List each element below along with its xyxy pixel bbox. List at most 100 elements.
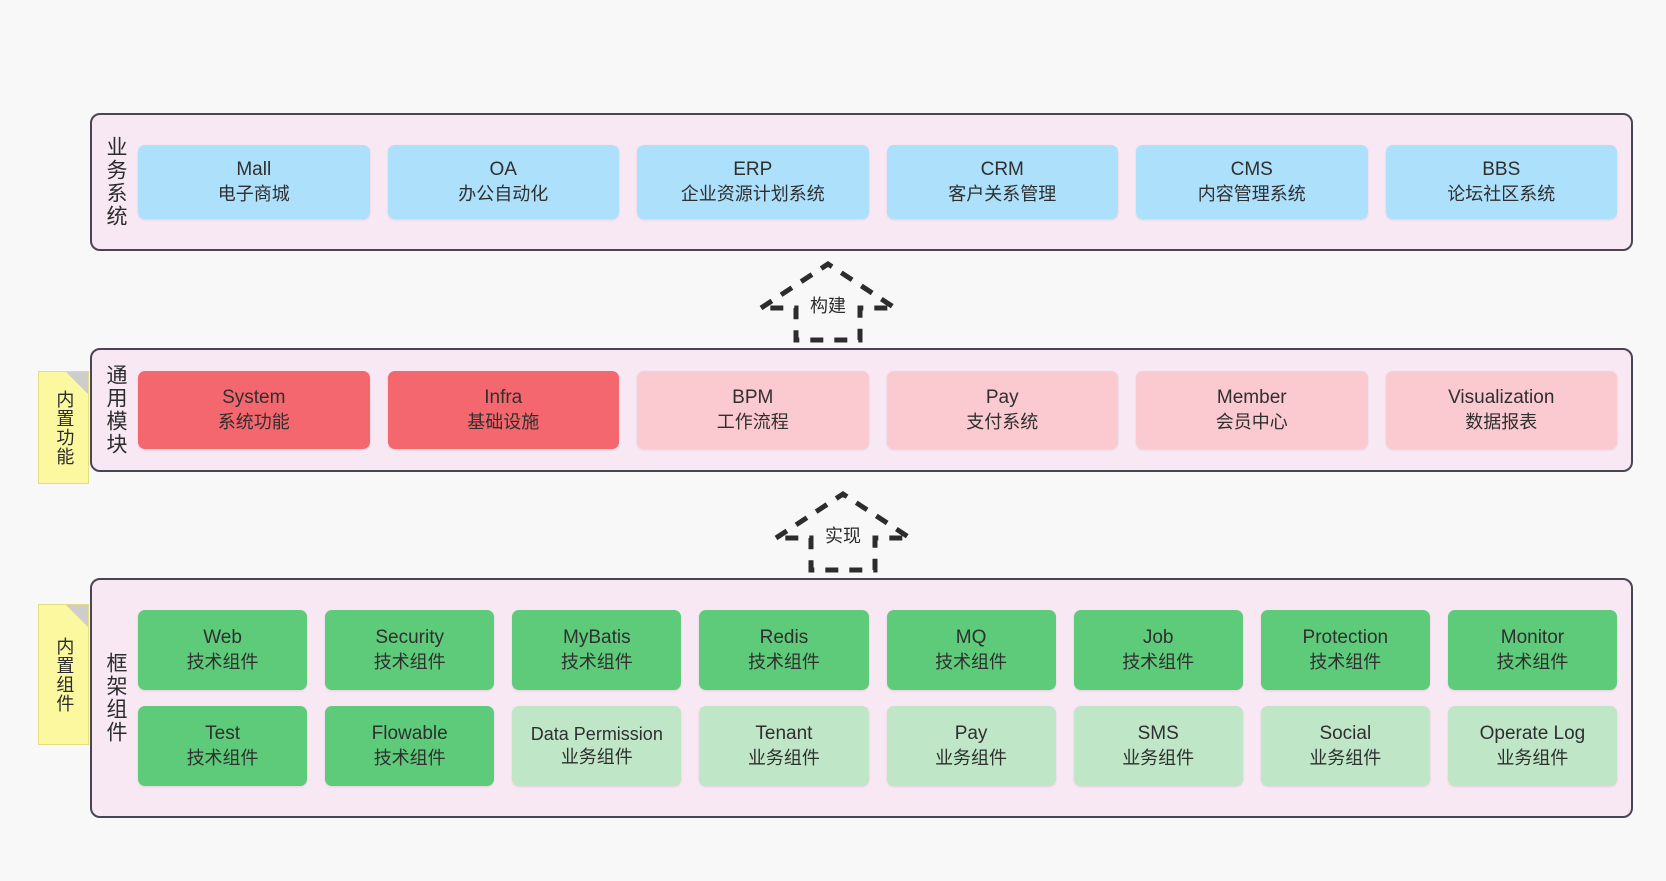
component-card-data-permission[interactable]: Data Permission 业务组件 <box>512 706 682 786</box>
layer-row: Web 技术组件 Security 技术组件 MyBatis 技术组件 Redi… <box>138 610 1617 690</box>
layer-row: Test 技术组件 Flowable 技术组件 Data Permission … <box>138 706 1617 786</box>
component-card-tenant[interactable]: Tenant 业务组件 <box>699 706 869 786</box>
module-card-cn-label: 支付系统 <box>966 411 1039 432</box>
module-card-bbs[interactable]: BBS 论坛社区系统 <box>1385 145 1617 219</box>
note-builtin-features: 内置功能 <box>38 371 89 484</box>
module-card-cn-label: 工作流程 <box>716 411 789 432</box>
arrow-implement-icon <box>767 491 919 573</box>
component-card-en-label: Test <box>205 723 240 745</box>
note-fold-corner-icon <box>66 372 88 394</box>
module-card-oa[interactable]: OA 办公自动化 <box>387 145 619 219</box>
component-card-en-label: SMS <box>1137 723 1179 745</box>
module-card-mall[interactable]: Mall 电子商城 <box>138 145 370 219</box>
module-card-member[interactable]: Member 会员中心 <box>1136 371 1368 449</box>
component-card-protection[interactable]: Protection 技术组件 <box>1260 610 1430 690</box>
component-card-social[interactable]: Social 业务组件 <box>1260 706 1430 786</box>
component-card-en-label: Pay <box>954 723 988 745</box>
component-card-mybatis[interactable]: MyBatis 技术组件 <box>512 610 682 690</box>
component-card-en-label: Monitor <box>1500 627 1565 649</box>
note-label: 内置功能 <box>54 389 75 466</box>
module-card-en-label: System <box>222 387 286 409</box>
component-card-cn-label: 技术组件 <box>373 747 446 768</box>
layer-title-business: 业务系统 <box>104 136 128 228</box>
component-card-cn-label: 业务组件 <box>747 747 820 768</box>
arrow-implement-label: 实现 <box>825 526 861 546</box>
note-label: 内置组件 <box>54 636 75 713</box>
arrow-implement-up: 实现 <box>767 488 919 574</box>
component-card-mq[interactable]: MQ 技术组件 <box>886 610 1056 690</box>
component-card-test[interactable]: Test 技术组件 <box>138 706 308 786</box>
arrow-build-up: 构建 <box>752 258 904 344</box>
module-card-system[interactable]: System 系统功能 <box>138 371 370 449</box>
component-card-job[interactable]: Job 技术组件 <box>1073 610 1243 690</box>
component-card-cn-label: 技术组件 <box>1122 651 1195 672</box>
component-card-flowable[interactable]: Flowable 技术组件 <box>325 706 495 786</box>
layer-row: System 系统功能 Infra 基础设施 BPM 工作流程 Pay 支付系统… <box>138 371 1617 449</box>
component-card-en-label: Data Permission <box>530 723 663 744</box>
arrow-build-label: 构建 <box>810 296 846 316</box>
layer-framework-components: 框架组件 Web 技术组件 Security 技术组件 MyBatis 技术组件… <box>90 578 1633 818</box>
component-card-operate-log[interactable]: Operate Log 业务组件 <box>1447 706 1617 786</box>
layer-common-modules: 通用模块 System 系统功能 Infra 基础设施 BPM 工作流程 Pay… <box>90 348 1633 472</box>
component-card-en-label: Job <box>1142 627 1174 649</box>
component-card-web[interactable]: Web 技术组件 <box>138 610 308 690</box>
component-card-cn-label: 技术组件 <box>560 651 633 672</box>
component-card-cn-label: 技术组件 <box>935 651 1008 672</box>
component-card-en-label: Social <box>1319 723 1372 745</box>
module-card-cn-label: 基础设施 <box>467 411 540 432</box>
module-card-en-label: Pay <box>985 387 1019 409</box>
module-card-en-label: BPM <box>732 387 774 409</box>
component-card-cn-label: 技术组件 <box>1496 651 1569 672</box>
component-card-cn-label: 业务组件 <box>1496 747 1569 768</box>
component-card-en-label: Protection <box>1302 627 1389 649</box>
layer-body-common: System 系统功能 Infra 基础设施 BPM 工作流程 Pay 支付系统… <box>138 350 1631 470</box>
component-card-en-label: Security <box>375 627 444 649</box>
component-card-en-label: Flowable <box>371 723 448 745</box>
component-card-cn-label: 技术组件 <box>373 651 446 672</box>
layer-body-business: Mall 电子商城 OA 办公自动化 ERP 企业资源计划系统 CRM 客户关系… <box>138 115 1631 249</box>
module-card-en-label: Infra <box>484 387 523 409</box>
component-card-cn-label: 业务组件 <box>935 747 1008 768</box>
layer-body-framework: Web 技术组件 Security 技术组件 MyBatis 技术组件 Redi… <box>138 580 1631 816</box>
module-card-cn-label: 内容管理系统 <box>1197 183 1306 204</box>
component-card-en-label: MyBatis <box>563 627 631 649</box>
component-card-cn-label: 业务组件 <box>560 747 633 767</box>
module-card-bpm[interactable]: BPM 工作流程 <box>637 371 869 449</box>
module-card-cn-label: 客户关系管理 <box>948 183 1057 204</box>
module-card-cn-label: 会员中心 <box>1215 411 1288 432</box>
component-card-monitor[interactable]: Monitor 技术组件 <box>1447 610 1617 690</box>
layer-title-common: 通用模块 <box>104 364 128 456</box>
module-card-en-label: ERP <box>733 159 773 181</box>
module-card-cn-label: 企业资源计划系统 <box>680 183 825 204</box>
module-card-cn-label: 办公自动化 <box>458 183 549 204</box>
module-card-crm[interactable]: CRM 客户关系管理 <box>886 145 1118 219</box>
module-card-cms[interactable]: CMS 内容管理系统 <box>1136 145 1368 219</box>
module-card-erp[interactable]: ERP 企业资源计划系统 <box>637 145 869 219</box>
component-card-redis[interactable]: Redis 技术组件 <box>699 610 869 690</box>
module-card-en-label: Member <box>1216 387 1287 409</box>
note-fold-corner-icon <box>66 605 88 627</box>
module-card-pay[interactable]: Pay 支付系统 <box>886 371 1118 449</box>
component-card-cn-label: 业务组件 <box>1309 747 1382 768</box>
component-card-cn-label: 技术组件 <box>747 651 820 672</box>
module-card-en-label: OA <box>489 159 517 181</box>
component-card-cn-label: 技术组件 <box>186 651 259 672</box>
layer-title-framework: 框架组件 <box>104 652 128 744</box>
component-card-en-label: Operate Log <box>1479 723 1586 745</box>
component-card-sms[interactable]: SMS 业务组件 <box>1073 706 1243 786</box>
module-card-en-label: BBS <box>1482 159 1521 181</box>
layer-business-systems: 业务系统 Mall 电子商城 OA 办公自动化 ERP 企业资源计划系统 CRM… <box>90 113 1633 251</box>
component-card-en-label: Redis <box>759 627 809 649</box>
component-card-cn-label: 技术组件 <box>1309 651 1382 672</box>
component-card-pay[interactable]: Pay 业务组件 <box>886 706 1056 786</box>
module-card-infra[interactable]: Infra 基础设施 <box>387 371 619 449</box>
arrow-build-icon <box>752 261 904 343</box>
module-card-visualization[interactable]: Visualization 数据报表 <box>1385 371 1617 449</box>
module-card-cn-label: 论坛社区系统 <box>1447 183 1556 204</box>
component-card-cn-label: 技术组件 <box>186 747 259 768</box>
module-card-en-label: CRM <box>980 159 1024 181</box>
component-card-security[interactable]: Security 技术组件 <box>325 610 495 690</box>
component-card-en-label: Tenant <box>755 723 813 745</box>
module-card-en-label: CMS <box>1230 159 1273 181</box>
component-card-en-label: Web <box>203 627 242 649</box>
